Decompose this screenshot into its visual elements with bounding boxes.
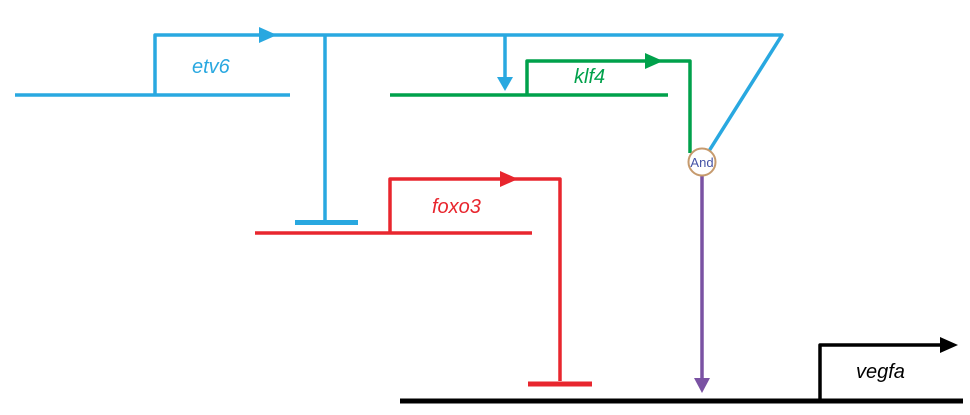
klf4-label: klf4: [574, 66, 605, 88]
foxo3-gene-line: [255, 177, 562, 381]
klf4-gene-line: [390, 59, 692, 153]
etv6-transcription-arrowhead: [259, 27, 277, 43]
klf4-gene-group: klf4: [390, 53, 692, 153]
klf4-transcription-arrowhead: [645, 53, 663, 69]
vegfa-gene-group: vegfa: [400, 337, 963, 404]
vegfa-label: vegfa: [856, 361, 905, 383]
and-gate-activates-vegfa-arrowhead: [694, 378, 710, 393]
vegfa-transcription-arrowhead: [940, 337, 958, 353]
and-gate-label: And: [690, 155, 713, 170]
foxo3-label: foxo3: [432, 196, 481, 218]
vegfa-promoter-arm: [818, 343, 942, 401]
etv6-gene-line: [15, 33, 784, 152]
and-gate-circle: [687, 147, 717, 177]
and-gate-group: And: [687, 147, 717, 393]
foxo3-transcription-arrowhead: [500, 171, 518, 187]
etv6-activates-klf4-arrowhead: [497, 77, 513, 91]
etv6-gene-group: etv6: [15, 27, 784, 225]
foxo3-gene-group: foxo3: [255, 171, 592, 387]
etv6-label: etv6: [192, 56, 231, 78]
